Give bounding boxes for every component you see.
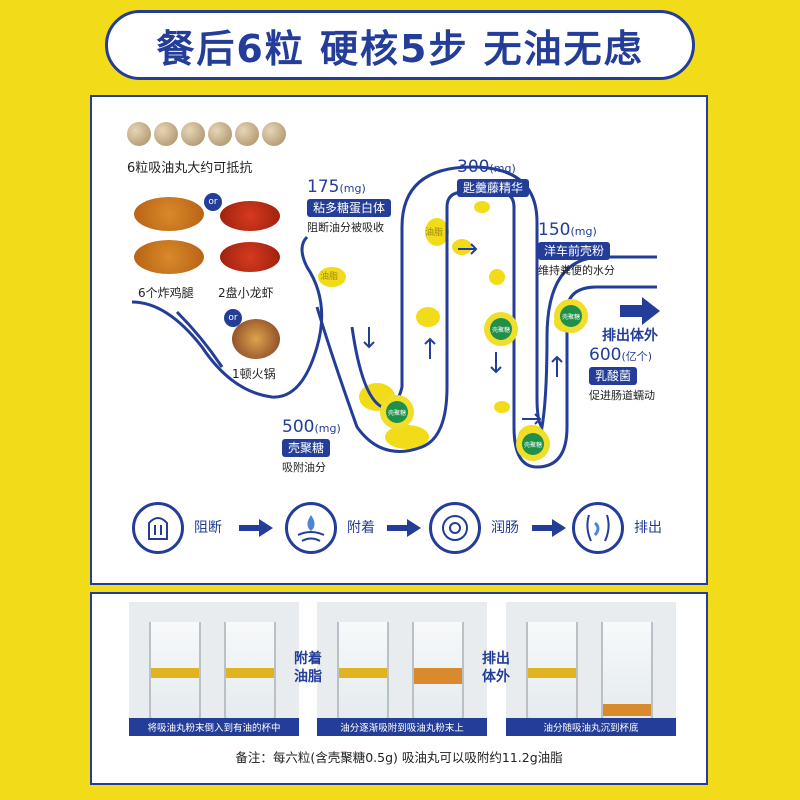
ingredient-gymnema: 300(mg) 匙羹藤精华 xyxy=(457,157,530,197)
hotpot-image xyxy=(232,319,280,359)
experiment-photo-2 xyxy=(317,602,487,732)
step-label: 润肠 xyxy=(491,520,519,536)
up-arrow-icon xyxy=(551,355,563,377)
pill-ball xyxy=(127,122,151,146)
experiment-photo-3 xyxy=(506,602,676,732)
step-text-excrete: 排出 体外 xyxy=(482,651,510,685)
pill-ball xyxy=(154,122,178,146)
header-banner: 餐后6粒 硬核5步 无油无虑 xyxy=(105,10,695,80)
pill-ball xyxy=(208,122,232,146)
glass xyxy=(224,622,276,722)
or-badge: or xyxy=(224,309,242,327)
step-label: 阻断 xyxy=(194,520,222,536)
ingredient-chitosan: 500(mg) 壳聚糖 吸附油分 xyxy=(282,417,341,474)
fried-chicken-image xyxy=(134,240,204,274)
attach-icon xyxy=(285,502,337,554)
pill-ball xyxy=(181,122,205,146)
step-text-attach: 附着 油脂 xyxy=(294,651,322,685)
fried-chicken-image xyxy=(134,197,204,231)
step-arrow-icon xyxy=(532,519,566,537)
food1-label: 6个炸鸡腿 xyxy=(138,286,194,300)
excrete-icon xyxy=(572,502,624,554)
page-title: 餐后6粒 硬核5步 无油无虑 xyxy=(156,26,644,71)
ingredient-probiotic: 600(亿个) 乳酸菌 促进肠道蠕动 xyxy=(589,345,655,402)
glass xyxy=(526,622,578,722)
experiment-photo-1 xyxy=(129,602,299,732)
intestine-wall xyxy=(131,235,324,399)
right-arrow-icon xyxy=(522,413,542,425)
experiment-panel: 将吸油丸粉末倒入到有油的杯中 油分逐渐吸附到吸油丸粉末上 油分随吸油丸沉到杯底 … xyxy=(90,592,708,785)
step-label: 排出 xyxy=(634,520,662,536)
pill-ball xyxy=(262,122,286,146)
step-label: 附着 xyxy=(347,520,375,536)
glass xyxy=(601,622,653,722)
intestine-icon xyxy=(429,502,481,554)
oil-label: 油脂 xyxy=(425,228,444,238)
glass xyxy=(149,622,201,722)
chitosan-orb: 壳聚糖 xyxy=(484,312,518,346)
down-arrow-icon xyxy=(490,352,502,374)
step-arrow-icon xyxy=(387,519,421,537)
food2-label: 2盘小龙虾 xyxy=(218,286,274,300)
balls-label: 6粒吸油丸大约可抵抗 xyxy=(127,161,253,176)
exit-label: 排出体外 xyxy=(602,328,658,344)
mechanism-panel: 6粒吸油丸大约可抵抗 or 6个炸鸡腿 2盘小龙虾 or 1顿火锅 xyxy=(90,95,708,585)
experiment-caption-1: 将吸油丸粉末倒入到有油的杯中 xyxy=(129,718,299,736)
right-arrow-icon xyxy=(458,243,478,255)
exit-arrow-icon xyxy=(620,297,660,325)
ingredient-psyllium: 150(mg) 洋车前壳粉 维持粪便的水分 xyxy=(538,220,615,277)
pill-ball xyxy=(235,122,259,146)
block-icon xyxy=(132,502,184,554)
footnote: 备注：每六粒(含壳聚糖0.5g) 吸油丸可以吸附约11.2g油脂 xyxy=(235,750,563,765)
crayfish-image xyxy=(220,242,280,272)
down-arrow-icon xyxy=(363,327,375,349)
chitosan-orb: 壳聚糖 xyxy=(554,299,588,333)
experiment-caption-2: 油分逐渐吸附到吸油丸粉末上 xyxy=(317,718,487,736)
crayfish-image xyxy=(220,201,280,231)
food3-label: 1顿火锅 xyxy=(232,367,276,381)
oil-label: 油脂 xyxy=(320,272,339,282)
step-arrow-icon xyxy=(239,519,273,537)
intestine-wall xyxy=(175,310,224,368)
glass xyxy=(412,622,464,722)
experiment-caption-3: 油分随吸油丸沉到杯底 xyxy=(506,718,676,736)
glass xyxy=(337,622,389,722)
ingredient-polysaccharide: 175(mg) 粘多糖蛋白体 阻断油分被吸收 xyxy=(307,177,392,235)
chitosan-orb: 壳聚糖 xyxy=(380,395,414,429)
up-arrow-icon xyxy=(424,337,436,359)
chitosan-orb: 壳聚糖 xyxy=(516,427,550,461)
or-badge: or xyxy=(204,193,222,211)
